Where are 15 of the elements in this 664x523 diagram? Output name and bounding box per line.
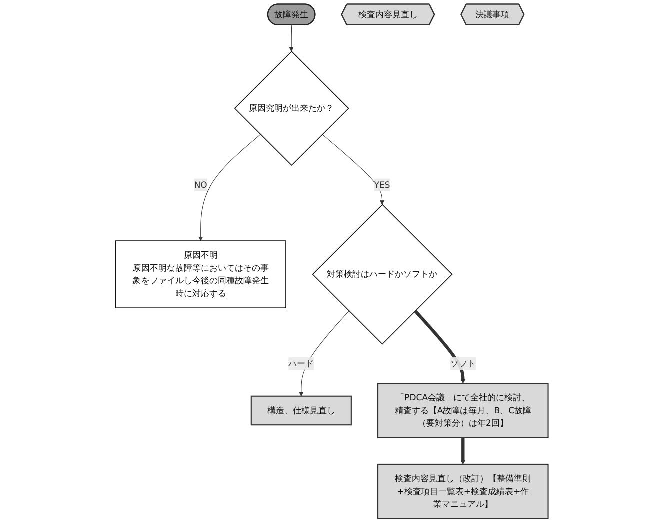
node-diamond: 原因究明が出来たか？ — [234, 51, 350, 166]
arrow — [322, 134, 385, 206]
node-box: 検査内容見直し（改訂）【整備準則+検査項目一覧表+検査成績表+作業マニュアル】 — [377, 464, 549, 520]
arrow — [198, 134, 261, 242]
node-diamond: 対策検討はハードかソフトか — [312, 204, 453, 345]
edge-label: NO — [194, 180, 208, 190]
arrow — [289, 25, 294, 52]
edge-label: YES — [374, 180, 390, 190]
node-box: 構造、仕様見直し — [250, 396, 352, 426]
edge-label: ソフト — [450, 358, 476, 369]
arrow — [414, 310, 466, 384]
node-box: 「PDCA会議」にて全社的に検討、精査する【A故障は毎月、B、C故障（要対策分）は年2回】 — [377, 383, 549, 438]
arrow — [460, 438, 466, 465]
edge-label: ハード — [288, 358, 314, 369]
node-box: 原因不明 原因不明な故障等においてはその事象をファイルし今後の同種故障発生時に対応する — [115, 240, 286, 308]
